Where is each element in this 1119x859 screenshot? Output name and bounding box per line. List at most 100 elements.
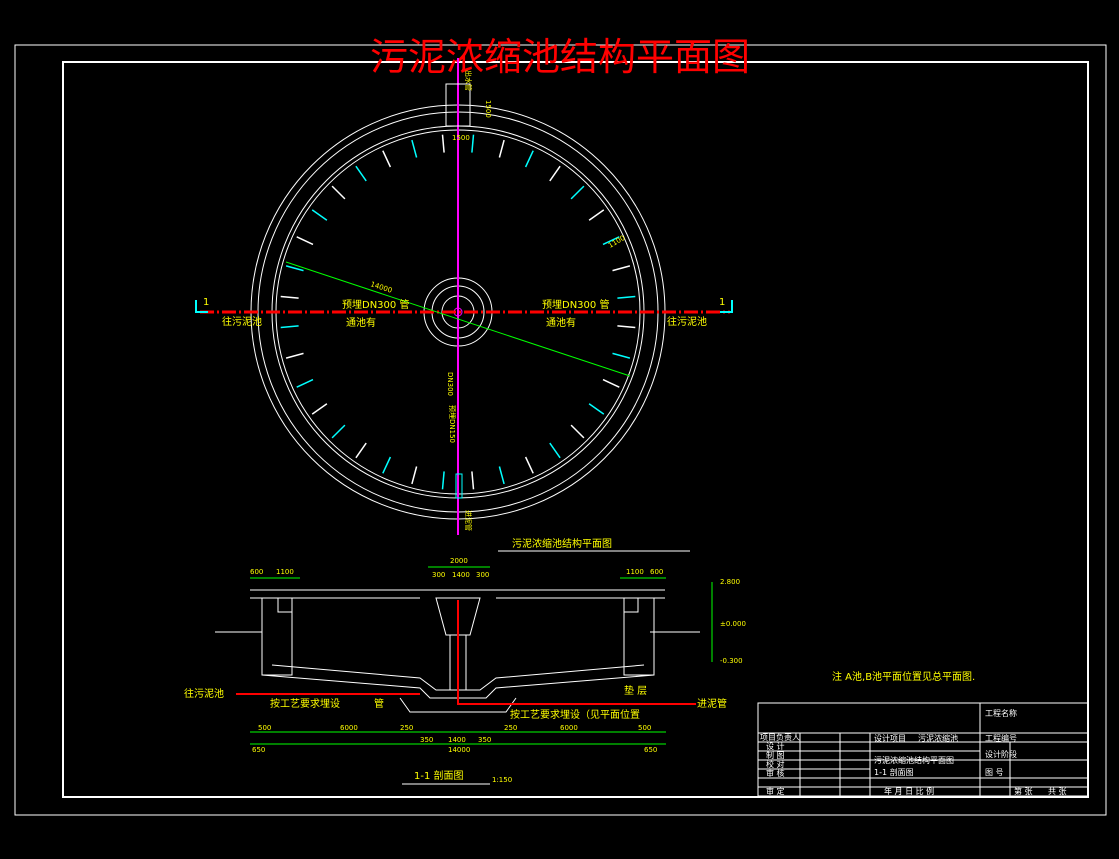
radial-rib — [602, 236, 620, 246]
section-right-inlet: 进泥管 — [697, 697, 727, 710]
inner-frame — [62, 61, 1089, 798]
section-view: 600 1100 1100 600 2000 300 1400 300 2.80… — [184, 557, 746, 754]
note: 注 A池,B池平面位置见总平面图. — [832, 670, 975, 683]
dim-top: 2000 — [450, 557, 468, 565]
tb-project-name: 工程名称 — [985, 708, 1017, 718]
tb-review: 审 核 — [766, 768, 785, 778]
plan-title: 污泥浓缩池结构平面图 — [512, 537, 612, 550]
tb-design: 设 计 — [766, 741, 785, 751]
radial-rib — [285, 352, 304, 359]
outer-frame — [14, 44, 1107, 816]
elevation-3: -0.300 — [720, 657, 743, 665]
radial-rib — [498, 139, 505, 158]
corbel-right — [623, 597, 639, 613]
tb-sheet: 第 张 — [1014, 786, 1033, 796]
side-dim-label: 1100 — [607, 234, 626, 250]
bottom-vertical-label: 进泥管 — [464, 510, 473, 531]
radial-rib — [382, 456, 392, 474]
bottom-side-left: 650 — [252, 746, 265, 754]
big-title: 污泥浓缩池结构平面图 — [370, 35, 750, 79]
bottom-total: 14000 — [448, 746, 470, 754]
radial-rib — [280, 295, 299, 299]
bottom-c3: 350 — [478, 736, 491, 744]
dim-top-c: 300 — [476, 571, 489, 579]
inlet-box — [455, 473, 463, 499]
tb-drawing-no-label: 图 号 — [985, 768, 1004, 777]
tb-project-lead: 项目负责人 — [760, 732, 800, 742]
radial-rib — [331, 424, 346, 439]
radial-rib — [355, 442, 367, 459]
section-mark-right: 1 — [719, 297, 725, 308]
top-dim2-label: 1500 — [484, 100, 492, 118]
tb-drawing-name-2: 1-1 剖面图 — [874, 767, 914, 777]
mid-vertical-label: 预埋DN150 — [448, 405, 457, 443]
radial-rib — [612, 265, 631, 272]
radial-rib — [570, 424, 585, 439]
title-block — [757, 702, 1089, 797]
radial-rib — [570, 185, 585, 200]
left-pipe-top-label: 预埋DN300 管 — [342, 298, 409, 311]
diameter-line — [285, 261, 631, 377]
section-title: 1-1 剖面图 — [414, 769, 464, 782]
radial-rib — [471, 134, 475, 153]
radial-rib — [441, 134, 445, 153]
radial-rib — [617, 295, 636, 299]
left-pipe-bottom-label: 通池有 — [346, 316, 376, 329]
section-mark-left-symbol — [195, 300, 208, 313]
radial-rib — [524, 456, 534, 474]
elevation-2: ±0.000 — [720, 620, 746, 628]
process-note-1: 按工艺要求埋设 — [270, 697, 340, 710]
tb-approve: 审 定 — [766, 786, 785, 796]
radial-rib — [617, 325, 636, 329]
tb-draw: 制 图 — [766, 750, 785, 760]
radial-rib — [411, 139, 418, 158]
cushion-label: 垫 层 — [624, 684, 647, 697]
diameter-label: 14000 — [369, 280, 393, 294]
title-block-frame — [757, 702, 1089, 797]
plan-view: 1 1 往污泥池 往污泥池 预埋DN300 管 通池有 预埋DN300 管 通池… — [195, 58, 733, 535]
center-small-label: DN300 — [446, 372, 454, 396]
tb-stage-label: 设计阶段 — [985, 749, 1017, 759]
dim-top-a: 300 — [432, 571, 445, 579]
bottom-c1: 350 — [420, 736, 433, 744]
section-mark-right-symbol — [720, 300, 733, 313]
dim-l1: 600 — [250, 568, 263, 576]
radial-rib — [588, 209, 605, 221]
radial-rib — [280, 325, 299, 329]
bottom-x3: 250 — [504, 724, 517, 732]
bottom-x1: 500 — [258, 724, 271, 732]
right-wall — [623, 598, 655, 676]
tb-design-item-label: 设计项目 — [874, 733, 906, 743]
section-inlet-pipe — [457, 600, 696, 705]
dim-l2: 1100 — [276, 568, 294, 576]
radial-rib — [471, 471, 475, 490]
radial-rib — [588, 403, 605, 415]
radial-rib — [411, 466, 418, 485]
radial-rib — [602, 378, 620, 388]
left-end-label: 往污泥池 — [222, 315, 262, 328]
radial-rib — [285, 265, 304, 272]
left-wall — [261, 598, 293, 676]
dim-r2: 600 — [650, 568, 663, 576]
tb-footer: 年 月 日 比 例 — [884, 786, 934, 796]
radial-rib — [549, 165, 561, 182]
section-left-outlet: 往污泥池 — [184, 687, 224, 700]
top-dim-label: 1500 — [452, 134, 470, 142]
elevation-1: 2.800 — [720, 578, 740, 586]
top-vertical-label: 出水管 — [464, 70, 473, 91]
radial-rib — [296, 236, 314, 246]
right-pipe-bottom-label: 通池有 — [546, 316, 576, 329]
bottom-x4: 500 — [638, 724, 651, 732]
tb-design-item: 污泥浓缩池 — [918, 733, 958, 743]
bottom-x2: 250 — [400, 724, 413, 732]
radial-rib — [311, 403, 328, 415]
tb-project-no-label: 工程编号 — [985, 733, 1017, 743]
radial-ribs — [280, 134, 636, 490]
radial-rib — [524, 150, 534, 168]
tb-check: 校 对 — [766, 759, 785, 769]
radial-rib — [441, 471, 445, 490]
radial-rib — [549, 442, 561, 459]
bottom-left: 6000 — [340, 724, 358, 732]
